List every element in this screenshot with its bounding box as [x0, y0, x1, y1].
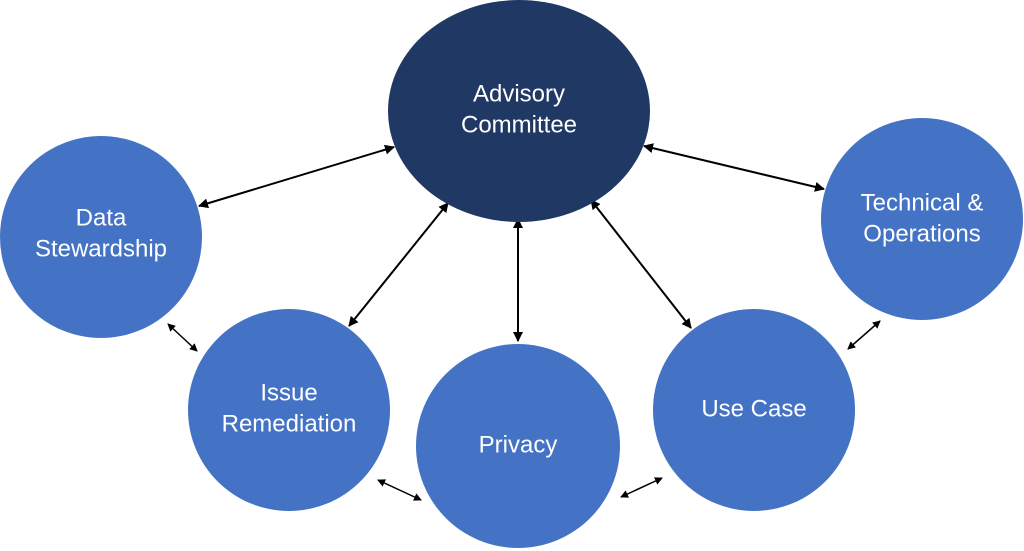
privacy-shape — [416, 344, 620, 548]
node-advisory-committee: Advisory Committee — [388, 0, 650, 222]
node-issue-remediation: Issue Remediation — [188, 309, 390, 511]
arrow-hub-data-stewardship — [198, 144, 395, 209]
arrow-hub-technical-operations — [643, 143, 825, 192]
arrow-hub-issue-remediation — [348, 202, 449, 327]
node-use-case: Use Case — [653, 309, 855, 511]
use-case-shape — [653, 309, 855, 511]
node-technical-operations: Technical & Operations — [821, 118, 1023, 320]
advisory-committee-shape — [388, 0, 650, 222]
issue-remediation-label-line1: Issue — [260, 379, 317, 406]
use-case-label: Use Case — [701, 395, 806, 422]
advisory-committee-label-line2: Committee — [461, 111, 577, 138]
data-stewardship-shape — [0, 136, 202, 338]
data-stewardship-label-line1: Data — [76, 204, 127, 231]
technical-operations-label-line1: Technical & — [861, 189, 984, 216]
issue-remediation-shape — [188, 309, 390, 511]
issue-remediation-label-line2: Remediation — [222, 410, 357, 437]
privacy-label: Privacy — [479, 431, 558, 458]
advisory-committee-label-line1: Advisory — [473, 80, 565, 107]
node-privacy: Privacy — [416, 344, 620, 548]
arrow-privacy-use-case — [620, 477, 663, 498]
arrow-issue-remediation-privacy — [377, 479, 422, 501]
arrow-hub-use-case — [590, 199, 692, 329]
arrow-use-case-technical-operations — [847, 320, 881, 350]
node-data-stewardship: Data Stewardship — [0, 136, 202, 338]
data-stewardship-label-line2: Stewardship — [35, 235, 167, 262]
technical-operations-label-line2: Operations — [863, 220, 980, 247]
arrow-data-stewardship-issue-remediation — [167, 323, 198, 352]
technical-operations-shape — [821, 118, 1023, 320]
